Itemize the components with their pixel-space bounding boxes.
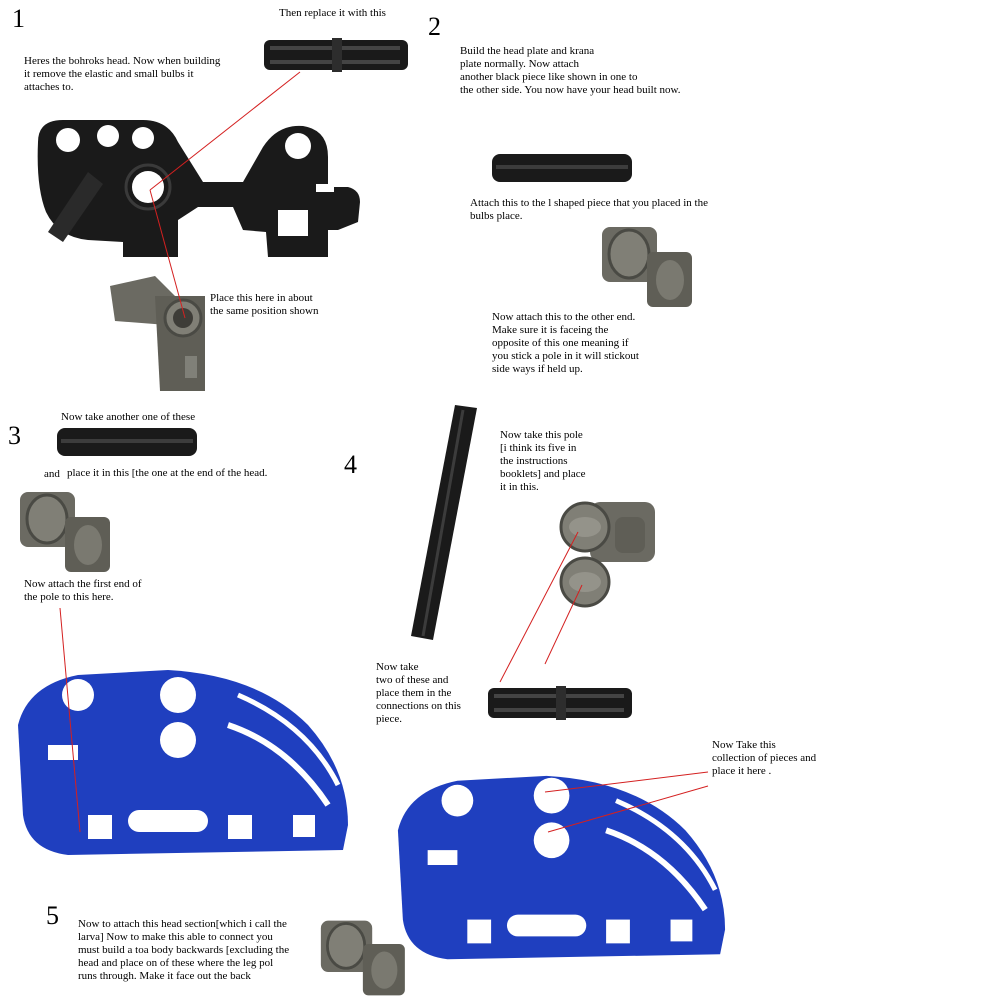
caption-bohrok-head: Heres the bohroks head. Now when buildin… bbox=[24, 55, 221, 93]
caption-attach-head-section: Now to attach this head section[which i … bbox=[78, 918, 290, 982]
caption-replace-with-this: Then replace it with this bbox=[279, 7, 386, 19]
step-number-5: 5 bbox=[46, 901, 59, 930]
blue-limb-part bbox=[18, 670, 348, 855]
caption-build-head-plate: Build the head plate and krana plate nor… bbox=[460, 45, 681, 96]
caption-attach-first-end: Now attach the first end of the pole to … bbox=[24, 578, 142, 603]
caption-attach-other-end: Now attach this to the other end. Make s… bbox=[492, 311, 639, 375]
caption-and: and bbox=[44, 468, 60, 480]
caption-place-it-in-this: place it in this [the one at the end of … bbox=[67, 467, 268, 479]
black-axle-part-2 bbox=[57, 428, 197, 456]
caption-take-two: Now take two of these and place them in … bbox=[376, 661, 461, 725]
step-number-3: 3 bbox=[8, 421, 21, 450]
caption-take-this-pole: Now take this pole [i think its five in … bbox=[500, 429, 586, 493]
caption-take-collection: Now Take this collection of pieces and p… bbox=[712, 739, 817, 777]
cross-block-part bbox=[602, 227, 692, 307]
step-number-4: 4 bbox=[344, 450, 357, 479]
caption-attach-l-piece: Attach this to the l shaped piece that y… bbox=[470, 197, 708, 222]
black-axle-part bbox=[492, 154, 632, 182]
black-pin-part bbox=[264, 38, 408, 72]
pole-part bbox=[411, 405, 477, 640]
step-number-1: 1 bbox=[12, 4, 25, 33]
blue-limb-part-2 bbox=[397, 775, 726, 960]
step-number-2: 2 bbox=[428, 12, 441, 41]
cross-block-part-2 bbox=[20, 492, 110, 572]
cross-block-part-3 bbox=[320, 920, 405, 996]
caption-take-another: Now take another one of these bbox=[61, 411, 196, 423]
black-pin-part-2 bbox=[488, 686, 632, 720]
double-connector-part bbox=[559, 501, 655, 608]
angle-connector-part bbox=[110, 276, 205, 391]
caption-place-here: Place this here in about the same positi… bbox=[210, 292, 319, 317]
bohrok-head-part bbox=[37, 120, 361, 257]
